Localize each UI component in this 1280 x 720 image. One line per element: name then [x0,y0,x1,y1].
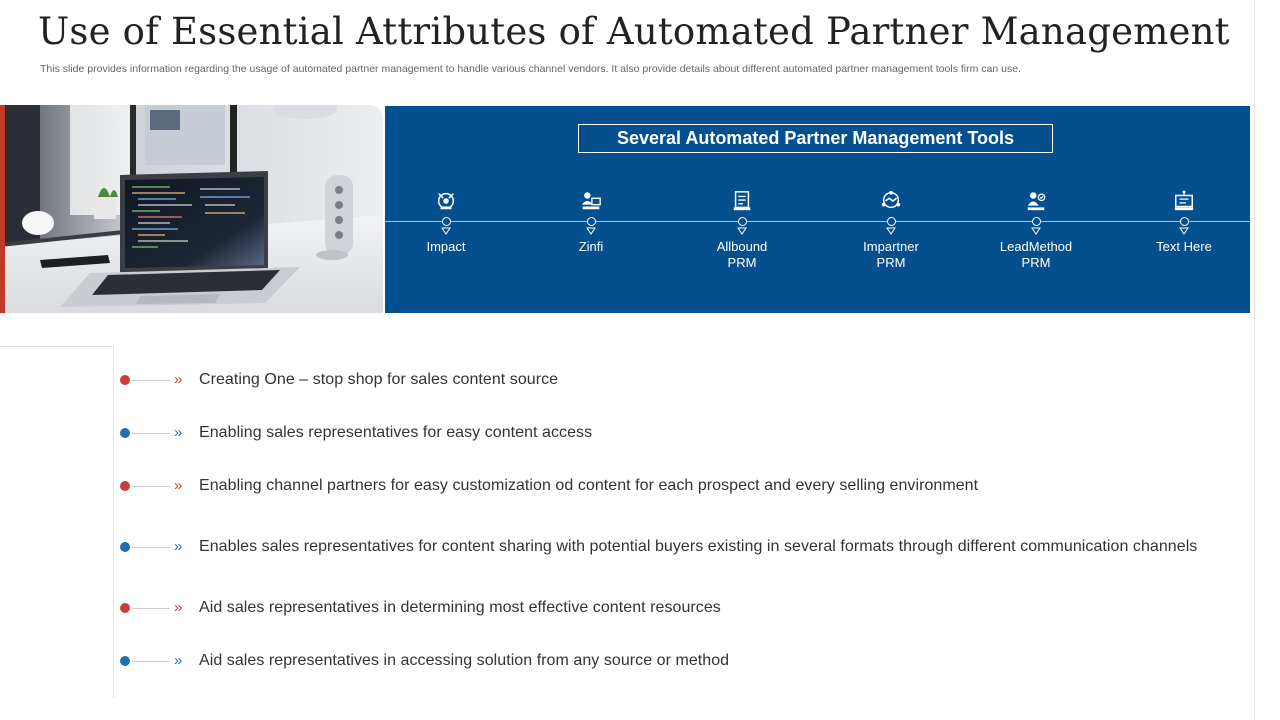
bullet-item: » Enabling sales representatives for eas… [120,423,592,443]
triangle-down-icon [737,227,747,235]
timeline-marker [586,217,596,226]
list-frame-left [113,346,114,698]
laptop-desk-photo [0,105,383,313]
right-divider [1254,0,1255,720]
timeline-marker [1179,217,1189,226]
tool-impartner: Impartner PRM [821,190,961,271]
bullet-item: » Enabling channel partners for easy cus… [120,476,978,496]
tool-label: Zinfi [578,239,604,254]
page-title: Use of Essential Attributes of Automated… [38,10,1230,53]
triangle-down-icon [441,227,451,235]
bullet-dot [120,428,130,438]
list-frame-top [0,346,114,347]
document-icon [733,191,751,211]
bullet-dot [120,542,130,552]
page-subtitle: This slide provides information regardin… [40,63,1021,75]
bullet-dot [120,481,130,491]
bullet-dot [120,603,130,613]
double-chevron-icon: » [174,477,183,494]
tool-label: Allbound PRM [716,239,768,270]
impact-icon [437,192,455,210]
bullet-connector [132,660,170,662]
tool-label: Impartner PRM [863,239,919,270]
bullet-text: Creating One – stop shop for sales conte… [199,371,559,388]
timeline-marker [1031,217,1041,226]
tools-panel: Several Automated Partner Management Too… [385,106,1250,313]
triangle-down-icon [1031,227,1041,235]
laptop-photo-illustration [0,105,383,313]
double-chevron-icon: » [174,538,183,555]
handshake-icon [881,190,901,209]
bullet-dot [120,656,130,666]
tool-impact: Impact [376,190,516,255]
bullet-connector [132,485,170,487]
bullet-text: Aid sales representatives in accessing s… [199,652,730,669]
triangle-down-icon [886,227,896,235]
double-chevron-icon: » [174,424,183,441]
triangle-down-icon [1179,227,1189,235]
timeline-marker [886,217,896,226]
tool-allbound: Allbound PRM [672,190,812,271]
tools-timeline [385,221,1250,222]
bullet-text: Enables sales representatives for conten… [199,538,1198,555]
tool-label: LeadMethod PRM [999,239,1073,270]
bullet-text: Aid sales representatives in determining… [199,599,721,616]
bullet-item: » Enables sales representatives for cont… [120,537,1197,557]
bullet-connector [132,546,170,548]
bullet-dot [120,375,130,385]
bullet-connector [132,607,170,609]
timeline-marker [737,217,747,226]
timeline-marker [441,217,451,226]
bullet-text: Enabling channel partners for easy custo… [199,477,979,494]
double-chevron-icon: » [174,371,183,388]
triangle-down-icon [586,227,596,235]
tool-label: Impact [426,239,466,254]
tool-leadmethod: LeadMethod PRM [966,190,1106,271]
user-check-icon [1027,192,1046,211]
tool-label: Text Here [1156,239,1212,254]
bullet-connector [132,432,170,434]
bullet-item: » Aid sales representatives in determini… [120,598,721,618]
monitor-icon [1174,190,1194,211]
user-laptop-icon [581,192,601,210]
bullet-item: » Aid sales representatives in accessing… [120,651,729,671]
tools-panel-heading: Several Automated Partner Management Too… [578,124,1053,153]
tool-text-here: Text Here [1114,190,1254,255]
double-chevron-icon: » [174,599,183,616]
red-accent-strip [0,105,5,313]
double-chevron-icon: » [174,652,183,669]
tool-zinfi: Zinfi [521,190,661,255]
bullet-item: » Creating One – stop shop for sales con… [120,370,558,390]
bullet-text: Enabling sales representatives for easy … [199,424,593,441]
bullet-connector [132,379,170,381]
